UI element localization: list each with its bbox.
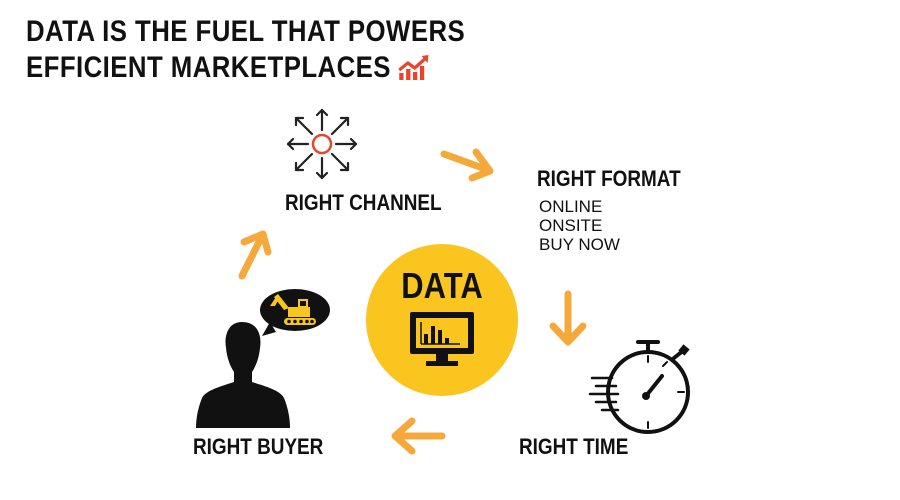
- title-line-1: DATA IS THE FUEL THAT POWERS: [26, 15, 466, 48]
- format-item-online: ONLINE: [539, 197, 603, 216]
- arrow-channel-to-format: [440, 148, 494, 182]
- stopwatch-icon: [588, 336, 694, 442]
- person-speech-excavator-icon: [192, 286, 334, 428]
- format-list: ONLINE ONSITE BUY NOW: [539, 197, 620, 254]
- page-title: DATA IS THE FUEL THAT POWERS EFFICIENT M…: [26, 14, 465, 90]
- title-line-2: EFFICIENT MARKETPLACES: [26, 50, 465, 90]
- data-hub: DATA: [366, 244, 518, 396]
- title-line-2-text: EFFICIENT MARKETPLACES: [26, 51, 391, 84]
- arrow-buyer-to-channel: [238, 230, 272, 280]
- right-buyer-label: RIGHT BUYER: [193, 434, 324, 459]
- arrow-time-to-buyer: [391, 417, 446, 455]
- format-item-buy-now: BUY NOW: [539, 235, 620, 254]
- format-item-onsite: ONSITE: [539, 216, 603, 235]
- right-channel-label: RIGHT CHANNEL: [285, 190, 442, 215]
- distribution-arrows-icon: [284, 106, 360, 182]
- arrow-format-to-time: [549, 290, 587, 346]
- data-label: DATA: [401, 265, 483, 306]
- trend-up-icon: [398, 54, 431, 90]
- right-time-label: RIGHT TIME: [519, 434, 629, 459]
- right-format-label: RIGHT FORMAT: [537, 166, 681, 191]
- monitor-bar-chart-icon: [408, 310, 476, 368]
